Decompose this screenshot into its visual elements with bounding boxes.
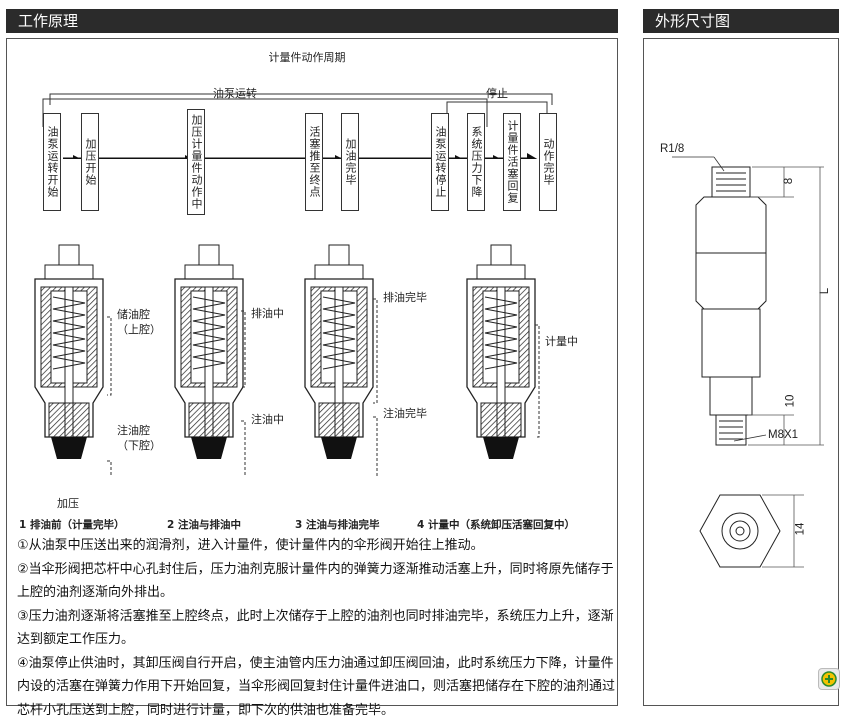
description-2: ②当伞形阀把芯杆中心孔封住后，压力油剂克服计量件内的弹簧力逐渐推动活塞上升，同时… — [17, 558, 615, 605]
injecting-label: 注油中 — [251, 411, 284, 427]
cycle-label: 计量件动作周期 — [269, 49, 346, 65]
caption-3: 3 注油与排油完毕 — [295, 517, 379, 532]
metering-unit-3 — [305, 245, 373, 459]
dim-10-label: 10 — [784, 395, 796, 408]
metering-unit-2 — [175, 245, 243, 459]
pressurize-label: 加压 — [57, 495, 79, 511]
plus-icon[interactable] — [818, 668, 840, 690]
step-action-done: 动作完毕 — [539, 113, 557, 211]
description-1: ①从油泵中压送出来的润滑剂，进入计量件，使计量件内的伞形阀开始往上推动。 — [17, 534, 615, 558]
caption-1: 1 排油前（计量完毕） — [19, 517, 124, 532]
metering-unit-1 — [35, 245, 103, 459]
thread-bottom-label: M8X1 — [768, 429, 798, 441]
step-pressurize-start: 加压开始 — [81, 113, 99, 211]
upper-chamber-label: 储油腔 （上腔） — [117, 307, 161, 337]
working-principle-header: 工作原理 — [6, 9, 618, 33]
step-pressurize-metering: 加压计量件动作中 — [187, 109, 205, 215]
step-pump-stop: 油泵运转停止 — [431, 113, 449, 211]
dimensions-header: 外形尺寸图 — [643, 9, 839, 33]
step-pressure-drop: 系统压力下降 — [467, 113, 485, 211]
inject-done-label: 注油完毕 — [383, 405, 427, 421]
dimensions-panel: R1/8 8 L 10 M8X1 14 — [643, 38, 839, 706]
description-4: ④油泵停止供油时，其卸压阀自行开启，使主油管内压力油通过卸压阀回油，此时系统压力… — [17, 652, 615, 722]
step-piston-return: 计量件活塞回复 — [503, 113, 521, 211]
step-oil-done: 加油完毕 — [341, 113, 359, 211]
thread-top-label: R1/8 — [660, 143, 684, 155]
dim-14-label: 14 — [794, 523, 806, 536]
dim-l-label: L — [819, 288, 831, 294]
lower-chamber-label: 注油腔 （下腔） — [117, 423, 161, 453]
metering-unit-4 — [467, 245, 535, 459]
step-piston-end: 活塞推至终点 — [305, 113, 323, 211]
caption-4: 4 计量中（系统卸压活塞回复中） — [417, 517, 575, 532]
discharging-label: 排油中 — [251, 305, 284, 321]
metering-unit-drawings — [7, 217, 619, 477]
stop-label: 停止 — [486, 85, 508, 101]
working-principle-panel: 计量件动作周期 油泵运转 停止 油泵运转开始 加压开始 加压计量件动作中 活塞推… — [6, 38, 618, 706]
dimension-drawing — [644, 39, 840, 707]
dim-8-label: 8 — [783, 178, 795, 184]
metering-label: 计量中 — [545, 333, 578, 349]
description: ①从油泵中压送出来的润滑剂，进入计量件，使计量件内的伞形阀开始往上推动。 ②当伞… — [17, 534, 615, 722]
pump-running-label: 油泵运转 — [213, 85, 257, 101]
step-pump-start: 油泵运转开始 — [43, 113, 61, 211]
description-3: ③压力油剂逐渐将活塞推至上腔终点，此时上次储存于上腔的油剂也同时排油完毕，系统压… — [17, 605, 615, 652]
discharge-done-label: 排油完毕 — [383, 289, 427, 305]
caption-2: 2 注油与排油中 — [167, 517, 241, 532]
